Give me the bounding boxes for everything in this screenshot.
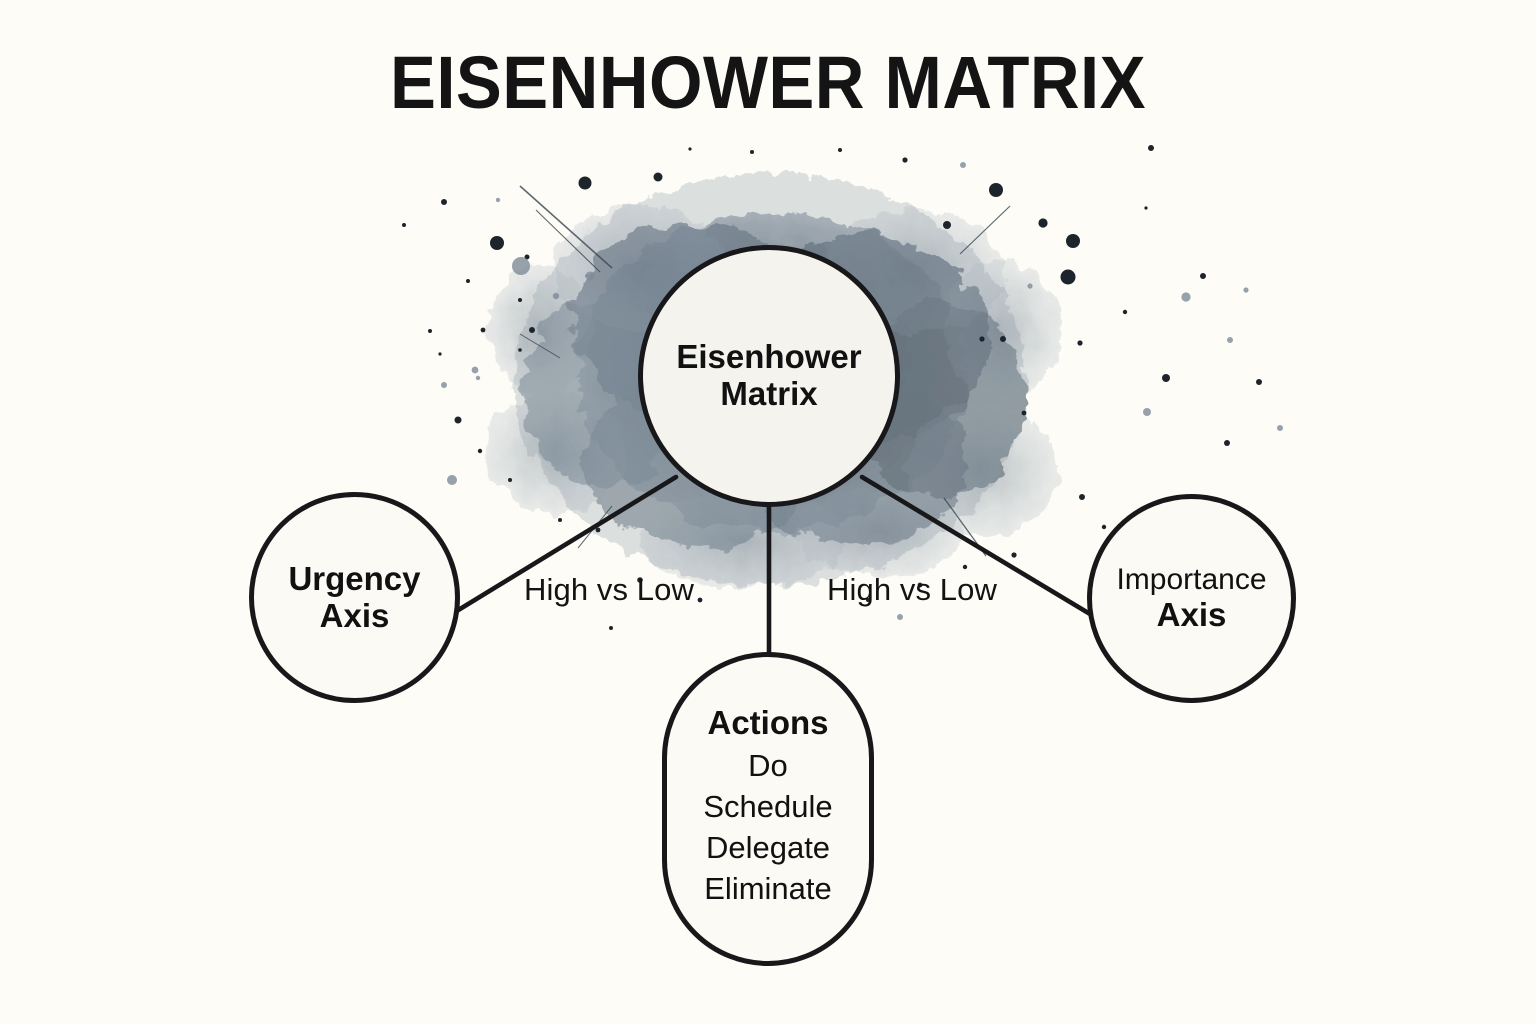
node-actions-heading: Actions [707, 704, 829, 741]
node-importance-line-1: Importance [1116, 563, 1267, 597]
node-actions-item-schedule: Schedule [703, 788, 833, 824]
page-title: EISENHOWER MATRIX [389, 41, 1147, 124]
edge-label-importance: High vs Low [827, 572, 997, 607]
edge-center-importance [859, 474, 1103, 623]
node-center-line-1: Eisenhower [676, 338, 862, 376]
node-urgency-line-1: Urgency [288, 559, 421, 597]
node-urgency-axis[interactable]: Urgency Axis [249, 492, 460, 703]
node-eisenhower-matrix[interactable]: Eisenhower Matrix [638, 245, 900, 507]
node-center-line-2: Matrix [720, 375, 818, 412]
node-urgency-line-2: Axis [319, 596, 390, 634]
node-actions-item-delegate: Delegate [705, 829, 831, 865]
node-actions-item-do: Do [748, 747, 788, 783]
node-importance-axis[interactable]: Importance Axis [1087, 494, 1296, 703]
edge-center-urgency [439, 474, 679, 623]
node-actions-item-eliminate: Eliminate [704, 870, 832, 906]
edge-label-urgency: High vs Low [524, 572, 694, 607]
node-importance-line-2: Axis [1156, 595, 1227, 633]
node-actions[interactable]: Actions Do Schedule Delegate Eliminate [662, 652, 874, 966]
